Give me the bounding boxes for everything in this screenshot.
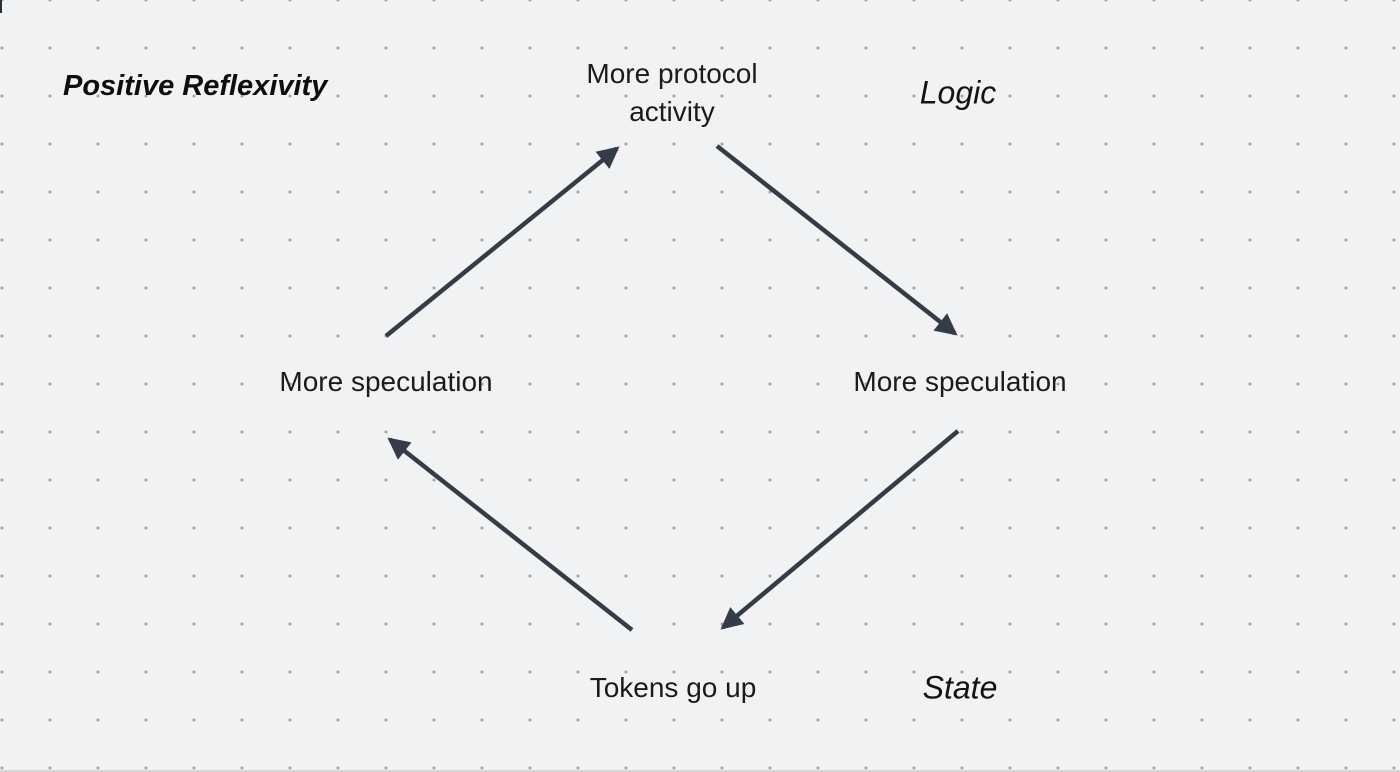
node-tokens-go-up: Tokens go up	[589, 672, 757, 703]
node-more-protocol-activity: More protocol activity	[586, 58, 758, 127]
bottom-edge	[0, 769, 1400, 772]
annotation-state: State	[922, 669, 998, 706]
arrow-protocol-activity-to-speculation-right	[715, 144, 958, 336]
node-more-speculation-right: More speculation	[853, 366, 1067, 397]
arrow-speculation-left-to-protocol-activity	[384, 146, 620, 338]
arrow-speculation-right-to-tokens-go-up	[720, 429, 960, 630]
node-more-speculation-left: More speculation	[279, 366, 493, 397]
annotation-logic: Logic	[919, 74, 997, 111]
arrow-tokens-go-up-to-speculation-left	[387, 437, 634, 632]
corner-mark	[0, 0, 2, 13]
diagram-title: Positive Reflexivity	[63, 70, 328, 102]
